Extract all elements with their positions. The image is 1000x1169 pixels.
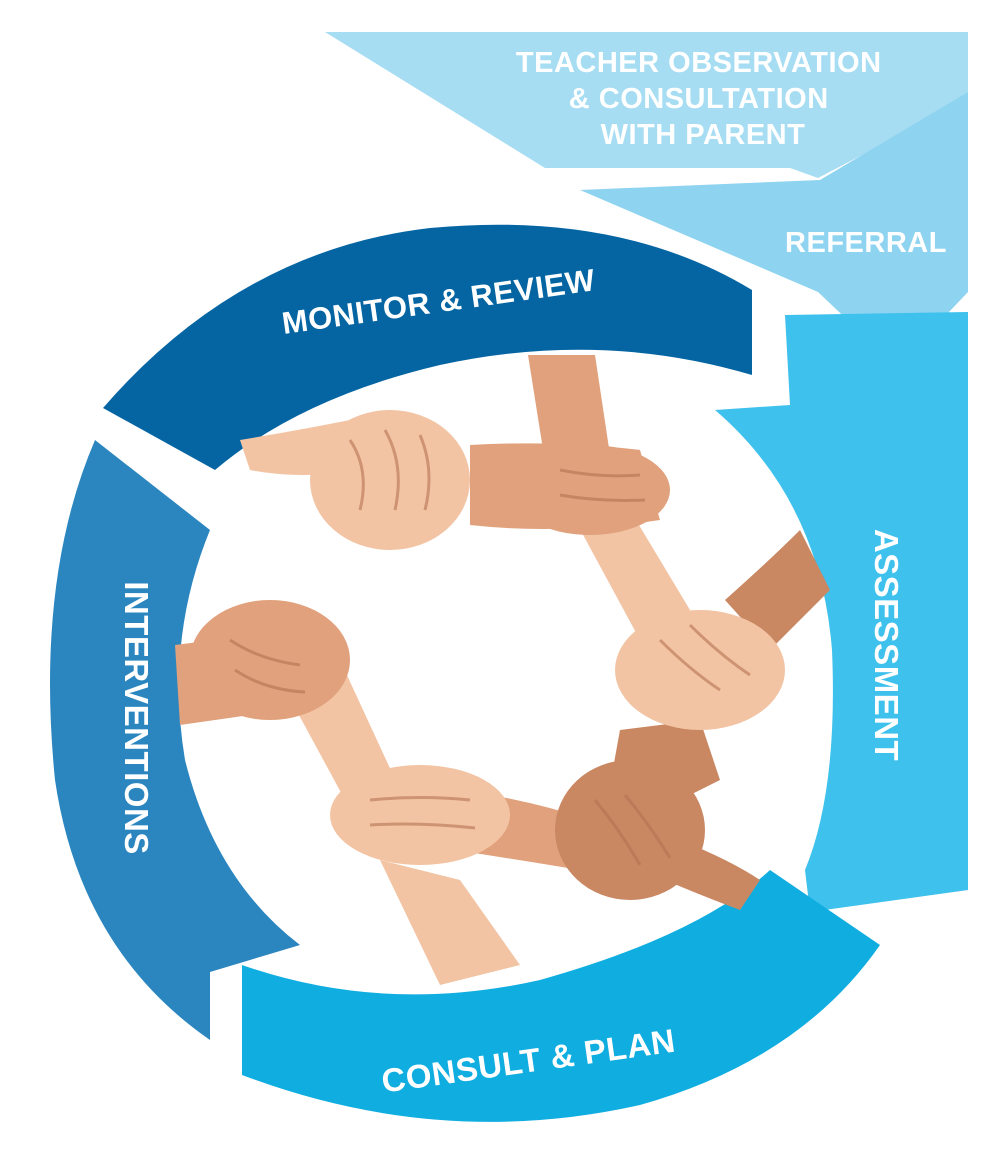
assessment-arrow — [715, 312, 968, 912]
stage-referral: REFERRAL — [580, 92, 968, 372]
consult-plan-arrow — [242, 870, 880, 1122]
teacher-observation-banner — [325, 32, 968, 178]
stage-monitor-review: MONITOR & REVIEW — [103, 224, 752, 470]
assessment-label: ASSESSMENT — [868, 529, 905, 761]
stage-consult-plan: CONSULT & PLAN — [242, 870, 880, 1122]
linked-hands-icon — [175, 355, 830, 985]
stage-teacher-observation: TEACHER OBSERVATION & CONSULTATION WITH … — [325, 32, 968, 178]
stage-interventions: INTERVENTIONS — [50, 440, 300, 1040]
hands — [190, 410, 785, 900]
referral-arrow — [580, 92, 968, 372]
interventions-label: INTERVENTIONS — [118, 581, 155, 855]
monitor-review-arrow — [103, 224, 752, 470]
interventions-arrow — [50, 440, 300, 1040]
stage-assessment: ASSESSMENT — [715, 312, 968, 912]
referral-label: REFERRAL — [785, 227, 947, 259]
teacher-observation-label: TEACHER OBSERVATION & CONSULTATION WITH … — [516, 47, 890, 151]
finger-lines — [229, 429, 751, 866]
